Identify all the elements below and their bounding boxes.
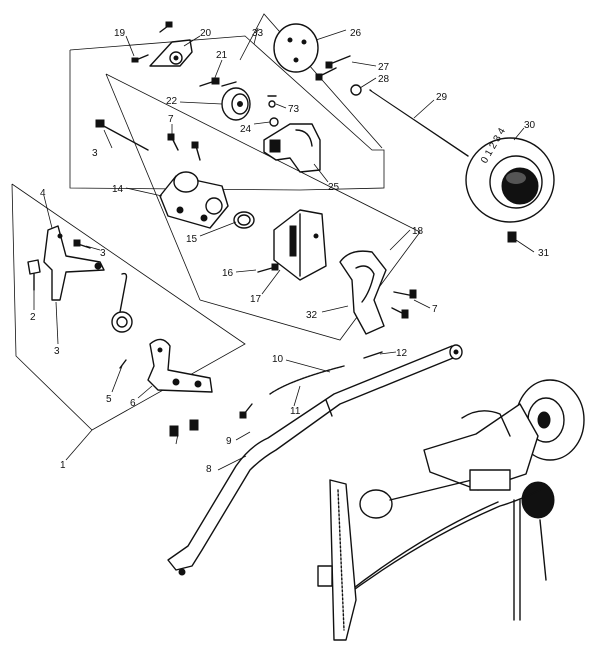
callout-15: 15: [186, 234, 198, 245]
feed-rod-8: [167, 344, 463, 576]
cam-lever-32: [339, 250, 387, 335]
group-boundary-right-top: [239, 13, 383, 149]
callout-18: 18: [412, 226, 424, 237]
callout-19: 19: [114, 28, 126, 39]
spring-15: [233, 211, 255, 229]
screw-31: [507, 231, 517, 243]
disc-26: [273, 23, 319, 73]
callout-30: 30: [524, 120, 536, 131]
callout-21: 21: [216, 50, 228, 61]
mechanism-assembly: [317, 379, 585, 641]
screw-3-left: [95, 119, 149, 151]
screw-9: [239, 403, 253, 419]
callout-10: 10: [272, 354, 284, 365]
screw-19: [131, 21, 173, 63]
screw-16: [257, 263, 279, 273]
callout-labels: 19 20 21 22 73 24 25 3 7 33 26 27 28 29 …: [30, 28, 550, 475]
pin-5: [119, 359, 127, 369]
callout-73: 73: [288, 104, 300, 115]
screw-21: [199, 77, 237, 87]
pin-7-top: [167, 133, 201, 161]
callout-14: 14: [112, 184, 124, 195]
callout-26: 26: [350, 28, 362, 39]
leader-lines: [33, 27, 535, 471]
callout-3-left: 3: [100, 248, 106, 259]
callout-12: 12: [396, 348, 408, 359]
washer-73: [267, 95, 277, 108]
callout-3-low: 3: [54, 346, 60, 357]
housing-14: [159, 171, 229, 229]
callout-22: 22: [166, 96, 178, 107]
callout-32: 32: [306, 310, 318, 321]
callout-33: 33: [252, 28, 264, 39]
callout-5: 5: [106, 394, 112, 405]
callout-6: 6: [130, 398, 136, 409]
callout-9: 9: [226, 436, 232, 447]
callout-8: 8: [206, 464, 212, 475]
callout-27: 27: [378, 62, 390, 73]
lever-4-arm: [43, 225, 105, 301]
callout-17: 17: [250, 294, 262, 305]
cam-22: [221, 87, 251, 121]
callout-2: 2: [30, 312, 36, 323]
callout-28: 28: [378, 74, 390, 85]
washer-24: [269, 117, 279, 127]
spring-5-torsion: [111, 272, 133, 333]
callout-16: 16: [222, 268, 234, 279]
callout-29: 29: [436, 92, 448, 103]
callout-25: 25: [328, 182, 340, 193]
screw-2: [27, 259, 41, 291]
callout-1: 1: [60, 460, 66, 471]
callout-3-top: 3: [92, 148, 98, 159]
callout-20: 20: [200, 28, 212, 39]
screws-27: [315, 55, 351, 81]
plate-6: [147, 338, 213, 393]
callout-7-middle: 7: [432, 304, 438, 315]
shaft-29: [369, 89, 469, 157]
callout-4: 4: [40, 188, 46, 199]
screw-3-small: [73, 239, 91, 249]
dial-knob-30: 0 1 2 3 4: [465, 126, 555, 223]
screws-7-middle: [391, 289, 417, 319]
callout-24: 24: [240, 124, 252, 135]
callout-7-top: 7: [168, 114, 174, 125]
pin-12: [363, 351, 383, 359]
callout-11: 11: [290, 406, 301, 417]
washer-28: [350, 84, 362, 96]
callout-31: 31: [538, 248, 550, 259]
spring-11: [269, 365, 345, 395]
screws-7-bottom: [169, 419, 199, 437]
cam-lever-20: [149, 39, 193, 67]
block-17: [273, 209, 327, 281]
bracket-25: [263, 123, 321, 173]
